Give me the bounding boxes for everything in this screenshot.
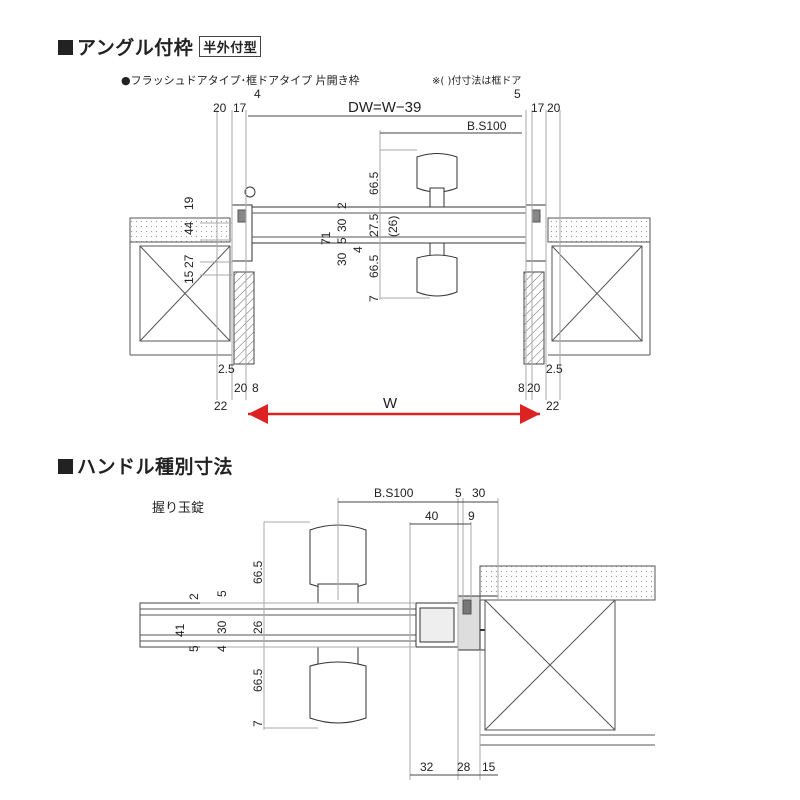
dim-label: 30 xyxy=(472,486,486,500)
gasket-right xyxy=(531,209,541,223)
dim-label: 17 xyxy=(233,101,247,115)
section-title-text: ハンドル種別寸法 xyxy=(77,456,234,478)
dim-label: 4 xyxy=(215,645,229,652)
dim-label: 15 xyxy=(482,760,496,774)
post-left xyxy=(233,271,255,365)
dim-label: 30 xyxy=(215,620,229,634)
gasket-left xyxy=(237,209,247,223)
knob-bottom xyxy=(309,661,367,724)
stud-cross xyxy=(484,599,616,731)
dim-label: 71 xyxy=(319,231,333,245)
hinge-knuckle xyxy=(244,186,256,198)
dim-label: 19 xyxy=(182,196,196,210)
dim-label: 27 xyxy=(182,254,196,268)
stud-left xyxy=(139,245,231,342)
dim-label: 5 xyxy=(215,590,229,597)
section-title-handle-dimensions: ハンドル種別寸法 xyxy=(58,452,233,479)
dw-label: DW=W−39 xyxy=(348,99,421,116)
dim-label: 28 xyxy=(457,760,471,774)
square-bullet-icon xyxy=(58,40,73,55)
dim-label: 8 xyxy=(252,381,259,395)
post-right xyxy=(523,271,545,365)
dim-label: 5 xyxy=(335,237,349,244)
dim-label: 66.5 xyxy=(251,668,265,692)
frame-door-note: ※( )付寸法は框ドア xyxy=(432,76,522,87)
dim-label: 4 xyxy=(254,87,261,101)
knob-top xyxy=(416,153,458,193)
top-section-drawing xyxy=(129,110,651,400)
dim-label: 20 xyxy=(213,101,227,115)
dim-label: 66.5 xyxy=(367,171,381,195)
dim-label: 20 xyxy=(527,381,541,395)
dim-label: 44 xyxy=(182,221,196,235)
dim-label: 26 xyxy=(251,620,265,634)
dim-label: (26) xyxy=(386,216,400,237)
dim-label: 5 xyxy=(514,87,521,101)
bs-label: B.S100 xyxy=(467,119,507,133)
dim-label: 17 xyxy=(531,101,545,115)
stud-cross-right xyxy=(551,245,643,342)
dim-label: 9 xyxy=(468,509,475,523)
dim-label: 20 xyxy=(234,381,248,395)
wall-finish xyxy=(479,565,656,601)
wall-finish-left xyxy=(129,217,231,243)
stud-right xyxy=(551,245,643,342)
dim-label: 8 xyxy=(518,381,525,395)
frame-gasket xyxy=(462,599,472,615)
dim-label: 2 xyxy=(335,202,349,209)
knob-bottom xyxy=(416,254,458,297)
type-badge: 半外付型 xyxy=(199,36,262,57)
bottom-section-drawing xyxy=(139,498,656,780)
dim-label: 7 xyxy=(367,295,381,302)
dim-label: 41 xyxy=(173,623,187,637)
dim-label: 7 xyxy=(251,720,265,727)
dim-label: 22 xyxy=(546,399,560,413)
dim-label: 20 xyxy=(547,101,561,115)
square-bullet-icon xyxy=(58,459,73,474)
dim-label: 5 xyxy=(455,486,462,500)
handle-type-label: 握り玉錠 xyxy=(152,501,205,516)
dim-label: 22 xyxy=(214,399,228,413)
dim-label: 66.5 xyxy=(251,560,265,584)
dim-label: 2.5 xyxy=(546,362,563,376)
dim-label: 30 xyxy=(335,252,349,266)
dim-label: 66.5 xyxy=(367,254,381,278)
bs-label: B.S100 xyxy=(374,486,414,500)
dim-label: 27.5 xyxy=(367,213,381,237)
door-leaf xyxy=(139,602,417,648)
dim-label: 4 xyxy=(351,246,365,253)
dim-label: 40 xyxy=(425,509,439,523)
dim-label: 15 xyxy=(182,270,196,284)
door-type-subtitle: ●フラッシュドアタイプ･框ドアタイプ 片開き枠 xyxy=(121,74,360,87)
section-title-angle-frame: アングル付枠半外付型 xyxy=(58,33,262,60)
dim-label: 30 xyxy=(335,218,349,232)
dim-label: 2 xyxy=(187,593,201,600)
dim-label: 2.5 xyxy=(218,362,235,376)
wall-finish-right xyxy=(547,217,651,243)
dim-label: 5 xyxy=(187,645,201,652)
section-title-text: アングル付枠 xyxy=(77,37,194,59)
dim-label: 32 xyxy=(420,760,434,774)
w-label: W xyxy=(383,395,398,412)
knob-neck-top xyxy=(429,187,445,208)
stile-hollow xyxy=(419,607,455,643)
